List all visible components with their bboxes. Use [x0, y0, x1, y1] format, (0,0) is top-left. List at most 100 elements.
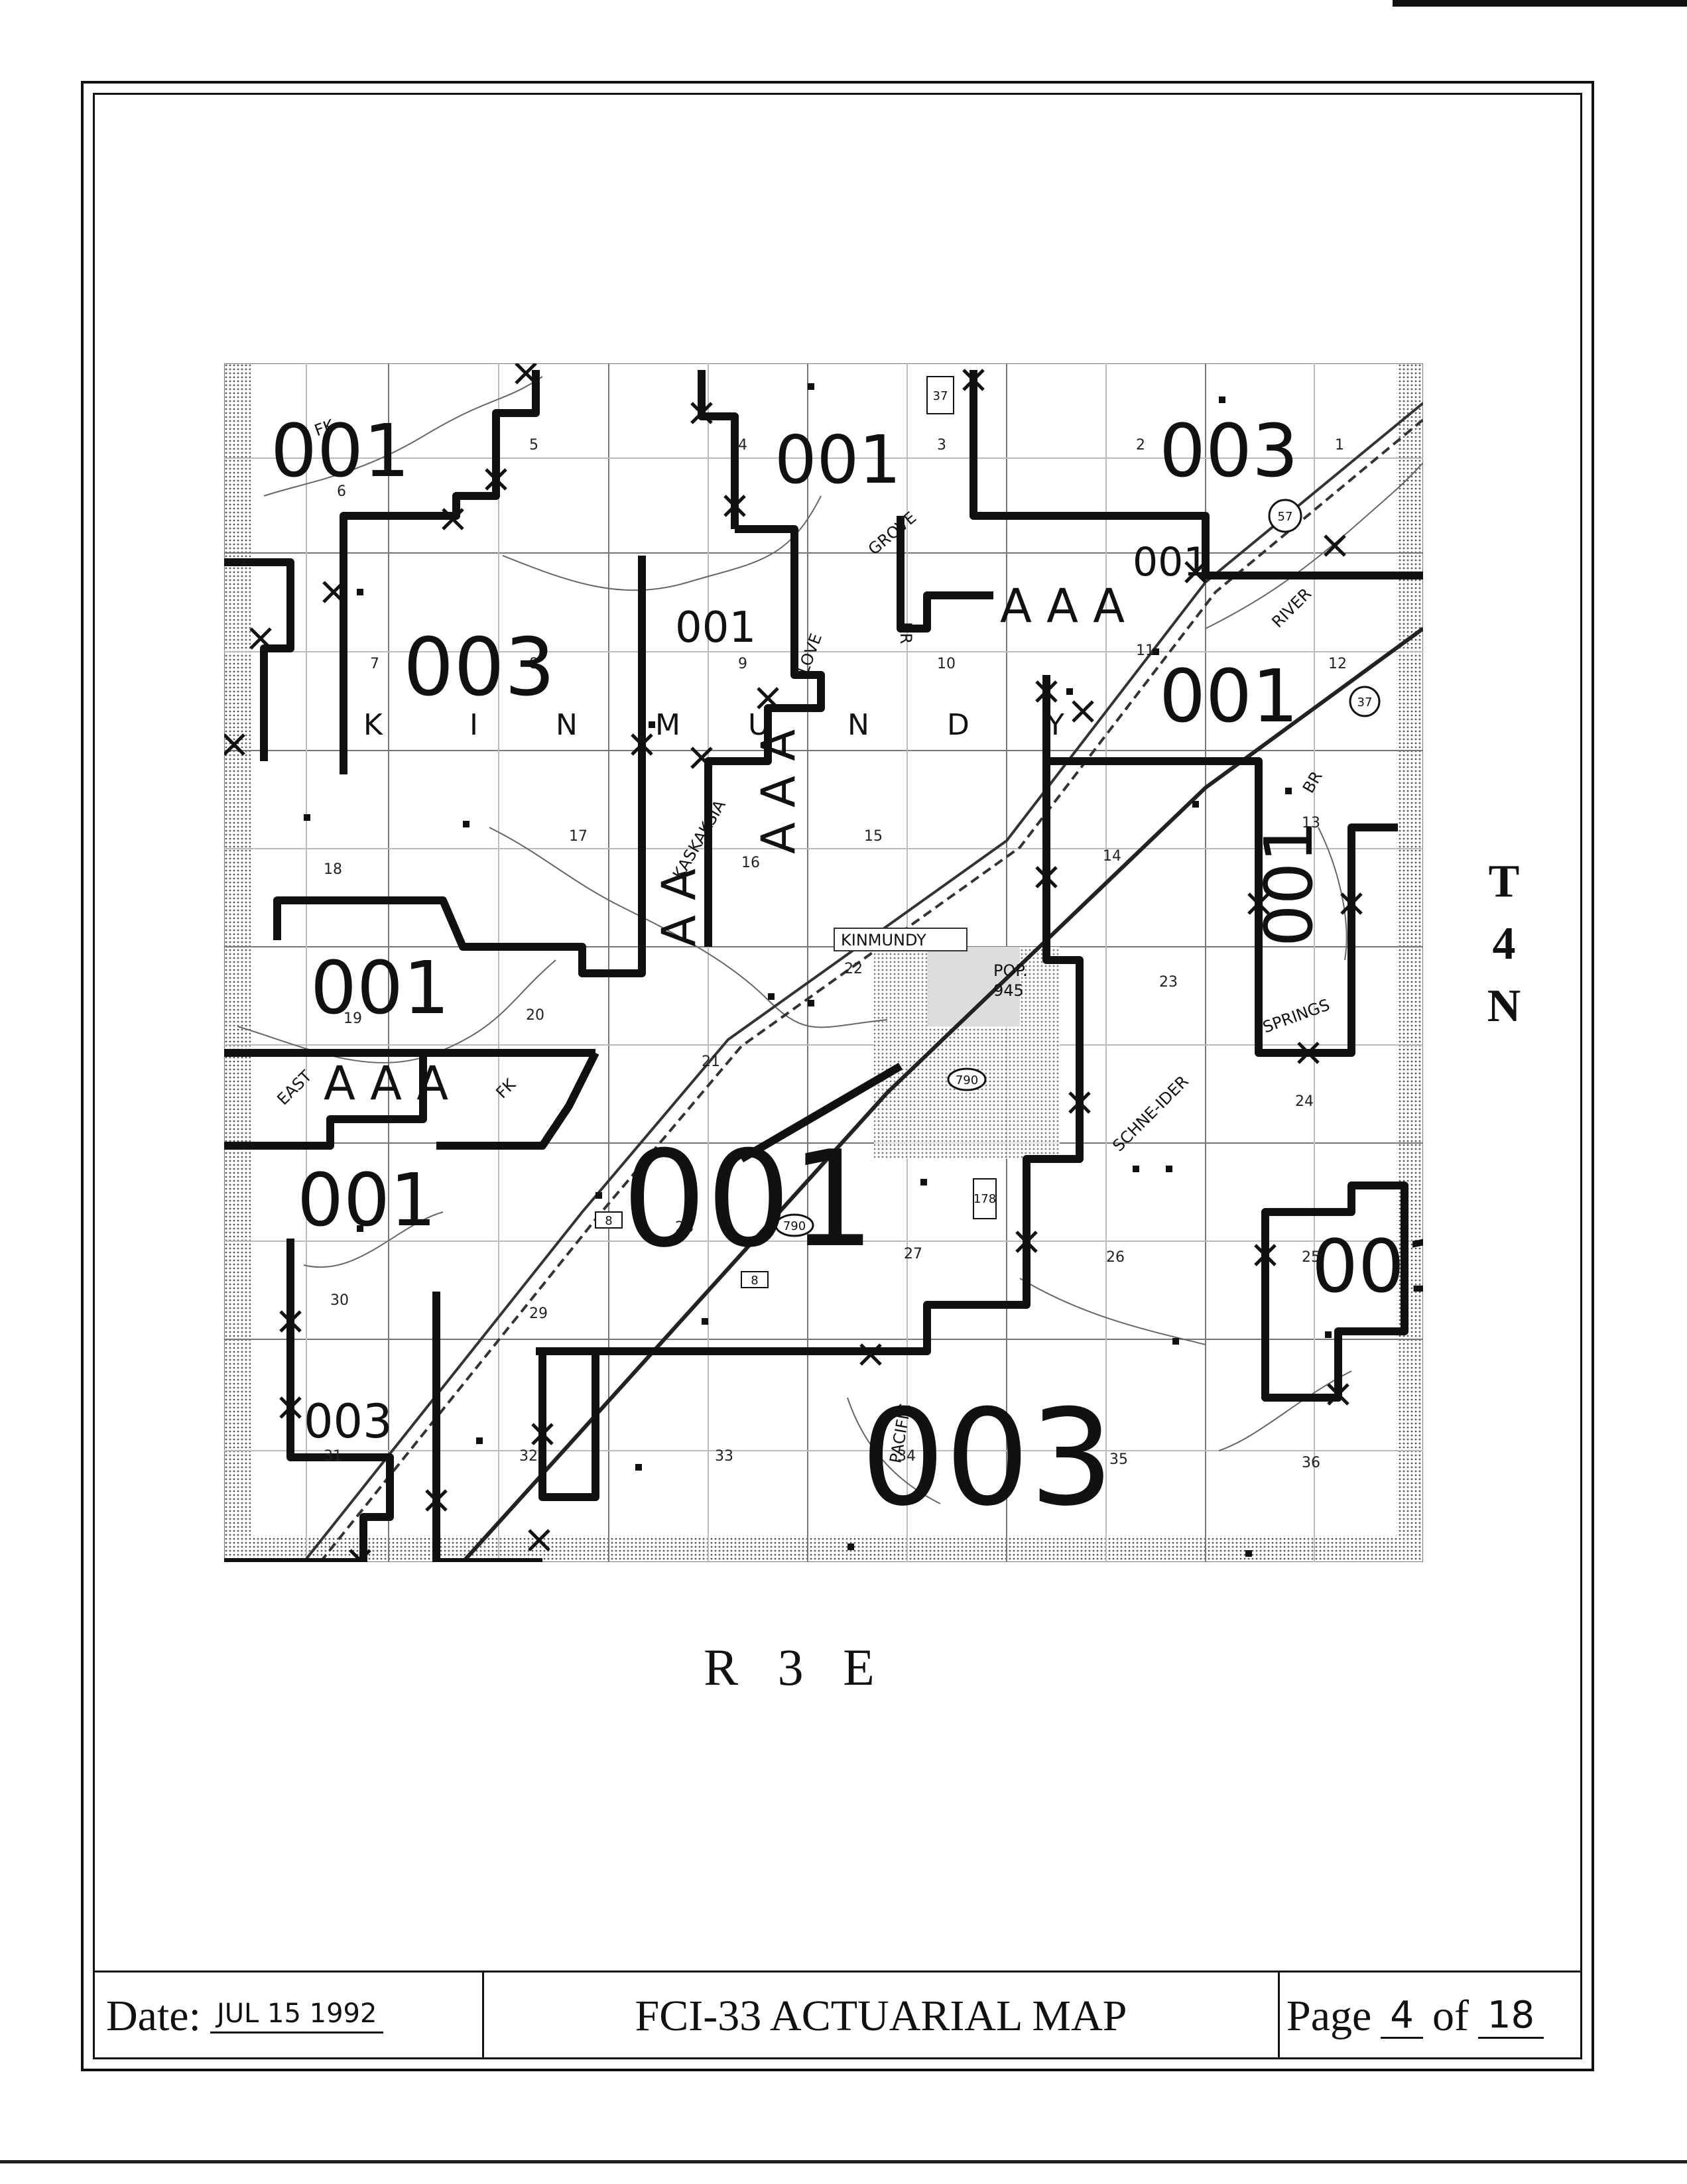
section-number: 15	[864, 828, 883, 845]
township-letter: I	[469, 708, 478, 742]
township-letter: N	[556, 708, 578, 742]
section-number: 25	[1302, 1249, 1320, 1266]
town-annex-area	[927, 947, 1020, 1026]
range-label: R 3 E	[704, 1638, 888, 1696]
zone-code: 001	[622, 1122, 875, 1277]
pop-value: 945	[993, 981, 1024, 1000]
zone-code: 003	[403, 622, 555, 714]
section-number: 19	[344, 1010, 362, 1027]
section-number: 20	[526, 1007, 544, 1024]
route-shield-8: 8	[751, 1274, 758, 1288]
page-number: 4	[1381, 1994, 1423, 2039]
section-number: 29	[529, 1305, 548, 1322]
zone-code: 001	[1159, 654, 1298, 739]
road-label: RR	[897, 622, 915, 644]
route-shield-37: 37	[933, 389, 948, 403]
zone-boundaries	[224, 370, 1423, 1562]
section-number: 36	[1302, 1455, 1320, 1471]
date-label: Date:	[106, 1991, 201, 2040]
map-footer: Date: JUL 15 1992 FCI-33 ACTUARIAL MAP P…	[93, 1971, 1582, 2059]
zone-code: 001	[675, 603, 756, 652]
township-letter: M	[655, 708, 680, 742]
section-number: 8	[529, 656, 538, 672]
actuarial-map: 6 5 4 3 2 1 7 8 9 10 11 12 18 17 16 15 1…	[224, 363, 1423, 1562]
zone-code: 001	[310, 945, 450, 1030]
section-number: 9	[738, 656, 747, 672]
section-number: 12	[1328, 656, 1347, 672]
route-shield-178: 178	[973, 1192, 996, 1206]
section-numbers: 6 5 4 3 2 1 7 8 9 10 11 12 18 17 16 15 1…	[324, 437, 1347, 1471]
section-number: 6	[337, 483, 346, 500]
scan-edge-top	[1393, 0, 1687, 7]
map-title-cell: FCI-33 ACTUARIAL MAP	[484, 1972, 1280, 2059]
township-letter: K	[363, 708, 383, 742]
section-number: 24	[1295, 1093, 1314, 1110]
township-label-t: T	[1488, 856, 1520, 907]
township-label-num: 4	[1492, 918, 1516, 969]
date-value: JUL 15 1992	[210, 1998, 384, 2033]
section-number: 30	[330, 1292, 349, 1309]
section-number: 7	[370, 656, 379, 672]
map-border-band-left	[224, 363, 251, 1562]
section-number: 18	[324, 861, 342, 878]
page-total: 18	[1477, 1994, 1544, 2039]
section-number: 5	[529, 437, 538, 454]
zone-code: A A A	[324, 1056, 448, 1111]
section-number: 11	[1136, 642, 1155, 659]
township-name: K I N M U N D Y	[363, 708, 1064, 742]
boundary-x-marks	[224, 363, 1363, 1562]
section-number: 32	[519, 1448, 538, 1465]
township-label-n: N	[1487, 981, 1521, 1032]
zone-code: 003	[1159, 408, 1298, 493]
page-cell: Page 4 of 18	[1280, 1972, 1582, 2059]
zone-code: 001	[1312, 1224, 1423, 1309]
section-number: 35	[1109, 1451, 1128, 1468]
zone-code: 001	[297, 1158, 436, 1243]
section-number: 3	[937, 437, 946, 454]
section-number: 34	[897, 1448, 916, 1465]
route-shield-57: 57	[1278, 510, 1293, 524]
section-number: 10	[937, 656, 956, 672]
route-shield-8: 8	[605, 1214, 612, 1228]
section-number: 14	[1103, 848, 1121, 865]
route-shields: 57 37 37 790 790 178 8 8	[595, 376, 1381, 1288]
route-shield-790: 790	[956, 1073, 978, 1087]
building-markers	[304, 383, 1332, 1557]
township-letter: D	[947, 708, 969, 742]
section-number: 23	[1159, 974, 1178, 991]
section-number: 33	[715, 1448, 733, 1465]
zone-code: A A	[652, 869, 706, 947]
section-number: 2	[1136, 437, 1145, 454]
scan-edge-bottom	[0, 2160, 1687, 2163]
section-number: 1	[1335, 437, 1344, 454]
route-shield-790: 790	[783, 1219, 806, 1233]
zone-code-labels: 001 001 003 003 001 001 001 001 001 001 …	[271, 408, 1423, 1536]
page-frame-outer	[81, 81, 1594, 2071]
of-label: of	[1432, 1991, 1469, 2040]
town-label: KINMUNDY	[841, 931, 926, 949]
section-number: 4	[738, 437, 747, 454]
township-letter: N	[847, 708, 869, 742]
township-letter: U	[748, 708, 769, 742]
map-title: FCI-33 ACTUARIAL MAP	[635, 1991, 1127, 2040]
pop-label: POP.	[993, 961, 1028, 980]
zone-code: A A A	[751, 729, 806, 854]
page-frame-inner	[93, 93, 1582, 2059]
route-shield-37: 37	[1357, 696, 1373, 709]
section-number: 28	[675, 1219, 694, 1236]
township-letter: Y	[1046, 708, 1064, 742]
page-label: Page	[1286, 1991, 1372, 2040]
zone-code: 003	[304, 1394, 393, 1449]
section-number: 13	[1302, 815, 1320, 831]
zone-code: 001	[271, 408, 410, 493]
map-border-band-bottom	[224, 1536, 1423, 1562]
section-number: 21	[702, 1054, 720, 1070]
zone-code: 001	[1133, 539, 1209, 585]
section-number: 17	[569, 828, 588, 845]
map-border-band-right	[1397, 363, 1423, 1562]
section-number: 26	[1106, 1249, 1125, 1266]
date-cell: Date: JUL 15 1992	[93, 1972, 484, 2059]
zone-code: 001	[775, 421, 901, 499]
section-grid	[224, 363, 1423, 1562]
section-number: 16	[741, 855, 760, 871]
